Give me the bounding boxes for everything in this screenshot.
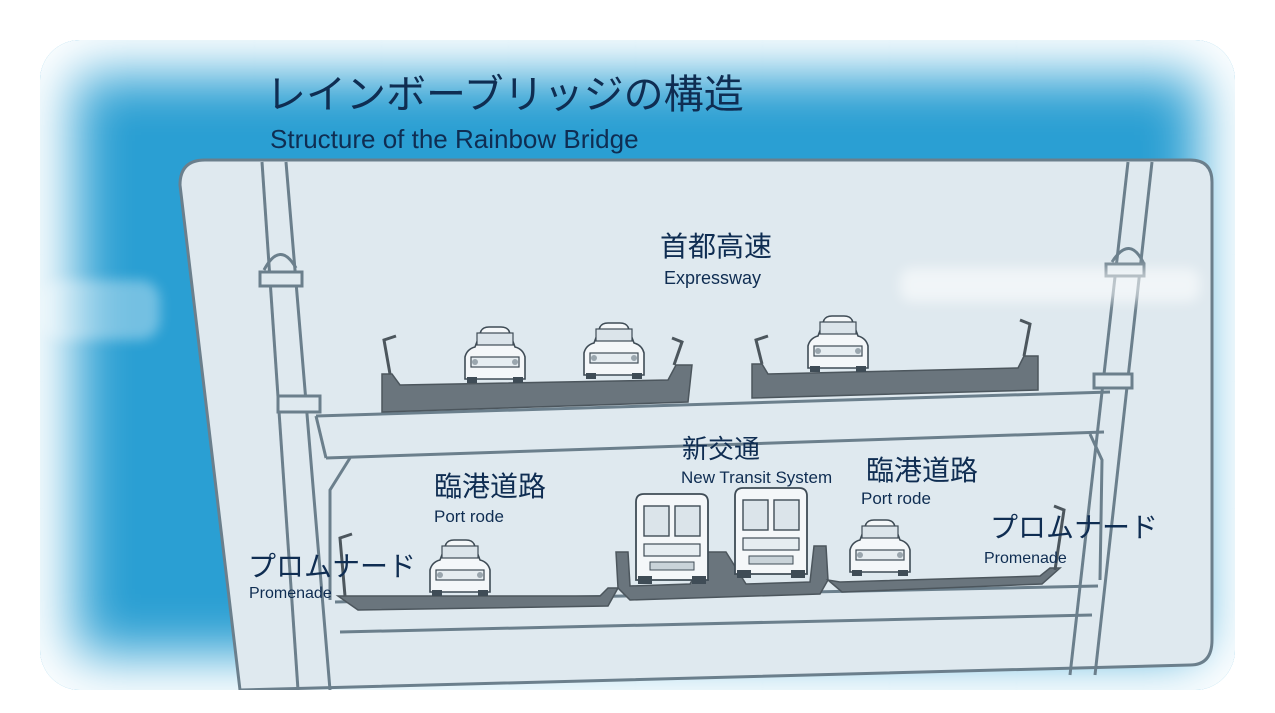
port-road-right-label-jp: 臨港道路	[866, 454, 978, 487]
left-tower	[258, 161, 332, 690]
port-road-left-label-jp: 臨港道路	[434, 470, 546, 503]
glare-reflection	[40, 280, 160, 340]
rainbow-bridge-sign: レインボーブリッジの構造 Structure of the Rainbow Br…	[40, 40, 1235, 690]
port-road-right-label-en: Port rode	[861, 489, 931, 508]
promenade-right-label-en: Promenade	[984, 550, 1067, 567]
transit-label-en: New Transit System	[681, 468, 832, 487]
sign-title-jp: レインボーブリッジの構造	[266, 72, 744, 118]
promenade-left-label-en: Promenade	[249, 585, 332, 602]
transit-train	[734, 487, 808, 579]
sign-title-en: Structure of the Rainbow Bridge	[270, 124, 639, 154]
expressway-deck	[381, 318, 1039, 413]
promenade-right-label-jp: プロムナード	[990, 511, 1158, 544]
expressway-label-jp: 首都高速	[660, 230, 772, 263]
transit-train	[635, 493, 709, 585]
bridge-diagram: レインボーブリッジの構造 Structure of the Rainbow Br…	[178, 72, 1214, 690]
glare-reflection	[900, 268, 1200, 302]
lower-deck	[335, 504, 1066, 611]
promenade-left-label-jp: プロムナード	[248, 550, 416, 583]
port-road-left-label-en: Port rode	[434, 507, 504, 526]
expressway-label-en: Expressway	[664, 268, 761, 288]
transit-label-jp: 新交通	[682, 435, 760, 465]
